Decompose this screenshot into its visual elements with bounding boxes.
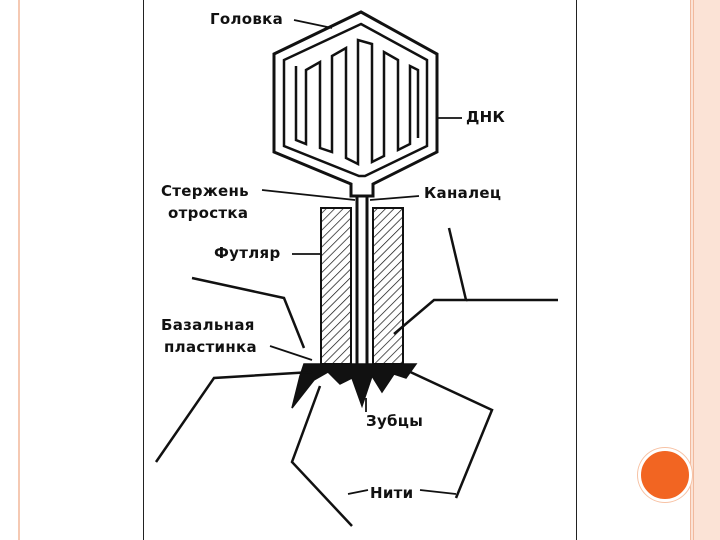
base-plate xyxy=(292,364,416,408)
label-head: Головка xyxy=(210,10,283,28)
bacteriophage-figure: Головка ДНК Стержень отростка Каналец Фу… xyxy=(143,0,577,540)
label-sheath: Футляр xyxy=(214,244,281,262)
leader-lines xyxy=(262,20,462,494)
label-dna: ДНК xyxy=(466,108,506,126)
accent-circle xyxy=(638,448,692,502)
label-tail-rod-line2: отростка xyxy=(168,204,248,222)
dna-strand xyxy=(296,40,418,164)
sheath-right xyxy=(373,208,403,364)
bacteriophage-diagram: Головка ДНК Стержень отростка Каналец Фу… xyxy=(144,0,576,540)
slide-left-border xyxy=(0,0,20,540)
label-channel: Каналец xyxy=(424,184,501,202)
label-tail-rod-line1: Стержень xyxy=(161,182,249,200)
label-fibers: Нити xyxy=(370,484,413,502)
label-base-plate-line2: пластинка xyxy=(164,338,257,356)
sheath-left xyxy=(321,208,351,364)
slide-right-border xyxy=(690,0,720,540)
head-outer xyxy=(274,12,437,196)
label-teeth: Зубцы xyxy=(366,412,423,430)
label-base-plate-line1: Базальная xyxy=(161,316,255,334)
